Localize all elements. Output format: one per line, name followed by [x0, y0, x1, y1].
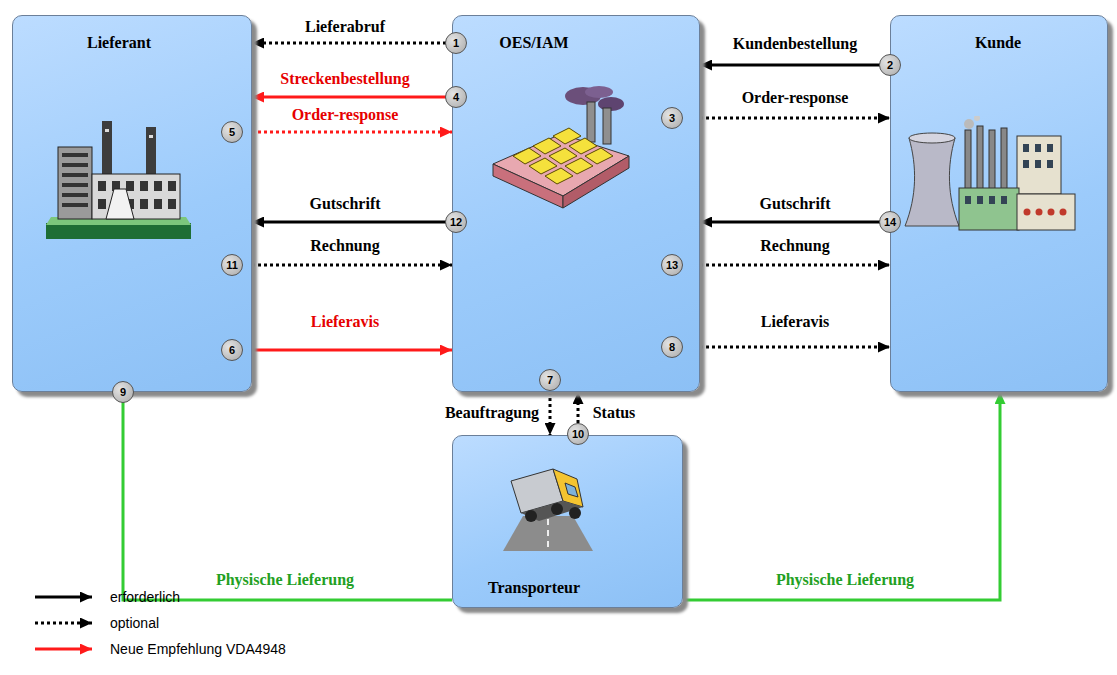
flow-arrow: [700, 264, 890, 267]
callout-number: 8: [662, 337, 682, 357]
callout-circle: 5: [221, 121, 243, 143]
edge-label-holder: Lieferabruf: [305, 18, 385, 36]
flow-arrow: [700, 64, 890, 67]
edge-label-holder: Rechnung: [760, 237, 829, 255]
callout-number: 4: [446, 87, 466, 107]
callout-circle: 10: [567, 423, 589, 445]
callout-circle: 11: [221, 254, 243, 276]
edge-label-holder: Kundenbestellung: [733, 35, 857, 53]
legend-entry: erforderlich: [110, 589, 180, 605]
legend-entry: optional: [110, 615, 159, 631]
edge-label-holder: Lieferavis: [761, 313, 829, 331]
edge-label-holder: Order-response: [742, 89, 849, 107]
edge-label-holder: Order-response: [292, 106, 399, 124]
legend-text: erforderlich: [110, 589, 180, 605]
edge-label: Physische Lieferung: [216, 571, 354, 589]
system-box: Lieferant: [12, 15, 252, 392]
edge-label-holder: Status: [593, 404, 636, 422]
flow-arrow: [700, 221, 890, 224]
callout-number: 12: [446, 212, 466, 232]
callout-circle: 4: [445, 86, 467, 108]
callout-number: 11: [222, 255, 242, 275]
edge-label-holder: Physische Lieferung: [776, 571, 914, 589]
callout-number: 5: [222, 122, 242, 142]
legend-text: optional: [110, 615, 159, 631]
edge-label-holder: Beauftragung: [445, 404, 539, 422]
box-title: Transporteur: [419, 579, 650, 597]
power-plant-icon: [899, 116, 1079, 236]
truck-icon: [503, 461, 593, 556]
factory-icon: [46, 119, 191, 239]
system-box: Transporteur: [452, 435, 683, 608]
callout-number: 14: [880, 212, 900, 232]
callout-circle: 6: [221, 339, 243, 361]
box-title: Lieferant: [0, 34, 239, 52]
callout-circle: 2: [879, 54, 901, 76]
flow-arrow: [549, 392, 552, 435]
flow-arrow: [252, 96, 452, 99]
callout-number: 2: [880, 55, 900, 75]
edge-label: Lieferavis: [311, 313, 379, 331]
edge-label: Rechnung: [310, 237, 379, 255]
box-title: Kunde: [889, 34, 1107, 52]
callout-circle: 13: [661, 254, 683, 276]
callout-number: 10: [568, 424, 588, 444]
edge-label-holder: Streckenbestellung: [280, 70, 409, 88]
legend-sample: [35, 622, 92, 625]
flow-arrow: [252, 42, 452, 45]
system-box: OES/IAM: [452, 15, 700, 392]
edge-label: Rechnung: [760, 237, 829, 255]
edge-label-holder: Physische Lieferung: [216, 571, 354, 589]
callout-circle: 12: [445, 211, 467, 233]
edge-label: Lieferabruf: [305, 18, 385, 36]
callout-number: 3: [662, 108, 682, 128]
flow-arrow: [123, 392, 452, 600]
flow-arrow: [700, 346, 890, 349]
flow-arrow: [252, 221, 452, 224]
edge-label: Beauftragung: [445, 404, 539, 422]
legend-text: Neue Empfehlung VDA4948: [110, 641, 286, 657]
edge-label: Gutschrift: [759, 195, 830, 213]
legend-sample: [35, 648, 92, 651]
callout-circle: 9: [112, 381, 134, 403]
edge-label-holder: Gutschrift: [759, 195, 830, 213]
flow-arrow: [252, 264, 452, 267]
legend-entry: Neue Empfehlung VDA4948: [110, 641, 286, 657]
flow-arrow: [252, 131, 452, 134]
edge-label-holder: Lieferavis: [311, 313, 379, 331]
system-box: Kunde: [890, 15, 1108, 392]
flow-arrow: [252, 349, 452, 352]
callout-number: 13: [662, 255, 682, 275]
callout-circle: 3: [661, 107, 683, 129]
edge-label: Order-response: [742, 89, 849, 107]
callout-circle: 14: [879, 211, 901, 233]
flow-arrow: [700, 117, 890, 120]
edge-label: Physische Lieferung: [776, 571, 914, 589]
plant-icon: [491, 86, 631, 216]
edge-label-holder: Gutschrift: [309, 195, 380, 213]
edge-label-holder: Rechnung: [310, 237, 379, 255]
callout-circle: 1: [445, 32, 467, 54]
edge-label: Kundenbestellung: [733, 35, 857, 53]
flow-arrow: [683, 392, 1000, 600]
legend-sample: [35, 596, 92, 599]
callout-circle: 7: [539, 369, 561, 391]
edge-label: Streckenbestellung: [280, 70, 409, 88]
callout-number: 7: [540, 370, 560, 390]
edge-label: Lieferavis: [761, 313, 829, 331]
callout-number: 6: [222, 340, 242, 360]
callout-number: 9: [113, 382, 133, 402]
edge-label: Status: [593, 404, 636, 422]
box-title: OES/IAM: [410, 34, 658, 52]
callout-circle: 8: [661, 336, 683, 358]
callout-number: 1: [446, 33, 466, 53]
edge-label: Order-response: [292, 106, 399, 124]
edge-label: Gutschrift: [309, 195, 380, 213]
